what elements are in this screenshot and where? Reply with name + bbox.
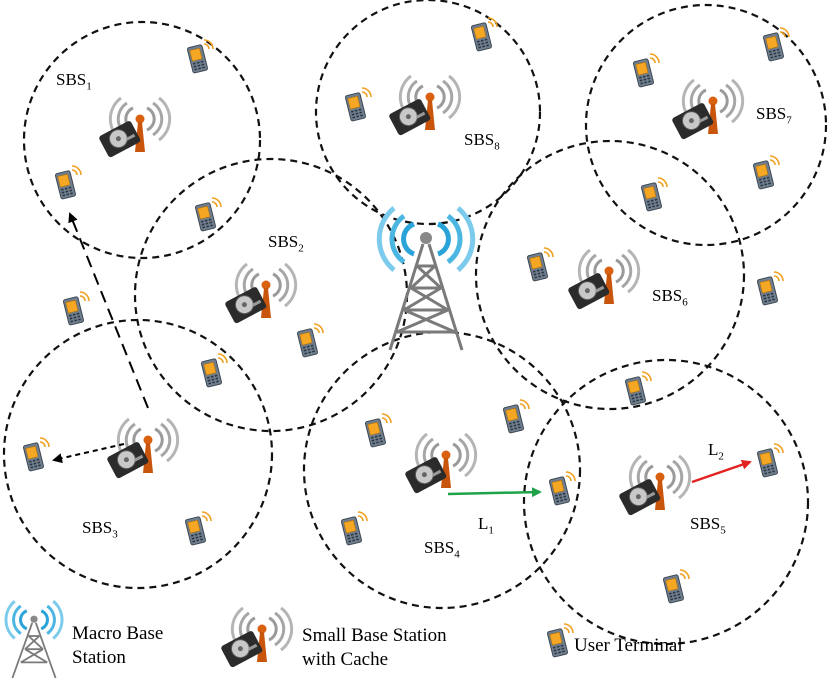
sbs2-label: SBS2 <box>268 232 304 255</box>
legend-user-terminal-label: User Terminal <box>574 635 683 656</box>
link-l1-arrow <box>447 487 542 498</box>
user-terminal-icon <box>54 165 82 201</box>
legend-macro-label: Macro Base Station <box>72 622 163 670</box>
link-l2-label: L2 <box>708 440 724 463</box>
sbs8-coverage <box>314 0 542 226</box>
sbs7-station-icon <box>669 78 745 142</box>
user-terminal-icon <box>526 247 554 283</box>
legend-small-line2: with Cache <box>302 649 389 670</box>
user-terminal-icon <box>200 353 228 389</box>
sbs8-station-icon <box>386 74 462 138</box>
user-terminal-icon <box>752 155 780 191</box>
sbs5-coverage <box>522 358 810 646</box>
user-terminal-icon <box>756 271 784 307</box>
user-terminal-icon <box>340 511 368 547</box>
sbs3-coverage <box>2 318 274 590</box>
user-terminal-icon <box>624 371 652 407</box>
user-terminal-icon <box>184 511 212 547</box>
user-terminal-icon <box>470 17 498 53</box>
user-terminal-icon <box>186 39 214 75</box>
user-terminal-icon <box>62 291 90 327</box>
sbs5-label: SBS5 <box>690 514 726 537</box>
user-terminal-icon <box>364 413 392 449</box>
user-terminal-icon <box>662 569 690 605</box>
user-terminal-icon <box>640 177 668 213</box>
sbs5-station-icon <box>616 454 692 518</box>
sbs1-station-icon <box>96 96 172 160</box>
sbs8-label: SBS8 <box>464 130 500 153</box>
legend-small-station-label: Small Base Station with Cache <box>302 624 447 672</box>
user-terminal-icon <box>502 399 530 435</box>
user-terminal-icon <box>548 471 576 507</box>
sbs7-label: SBS7 <box>756 104 792 127</box>
sbs6-coverage <box>474 139 746 411</box>
user-terminal-icon <box>756 443 784 479</box>
local-link-arrow <box>52 443 125 464</box>
user-terminal-icon <box>22 437 50 473</box>
legend-macro-line2: Station <box>72 647 126 668</box>
sbs7-coverage <box>584 3 828 247</box>
legend-small-station-icon <box>218 606 294 670</box>
legend-small-line1: Small Base Station <box>302 625 447 646</box>
link-l1-label: L1 <box>478 514 494 537</box>
user-terminal-icon <box>344 87 372 123</box>
link-l2-arrow <box>691 459 752 484</box>
macro-base-station-icon <box>376 206 476 351</box>
sbs3-label: SBS3 <box>82 518 118 541</box>
legend-macro-line1: Macro Base <box>72 623 164 644</box>
user-terminal-icon <box>762 27 790 63</box>
sbs6-label: SBS6 <box>652 286 688 309</box>
sbs4-label: SBS4 <box>424 538 460 561</box>
d2d-link-arrow <box>68 212 149 409</box>
sbs2-station-icon <box>222 262 298 326</box>
legend-user-terminal-icon <box>546 623 574 659</box>
user-terminal-icon <box>194 197 222 233</box>
sbs1-coverage <box>22 20 262 260</box>
user-terminal-icon <box>632 53 660 89</box>
legend-macro-icon <box>4 600 64 679</box>
sbs4-station-icon <box>402 432 478 496</box>
sbs6-station-icon <box>565 248 641 312</box>
sbs2-coverage <box>133 157 409 433</box>
sbs3-station-icon <box>104 417 180 481</box>
user-terminal-icon <box>296 323 324 359</box>
sbs1-label: SBS1 <box>56 70 92 93</box>
